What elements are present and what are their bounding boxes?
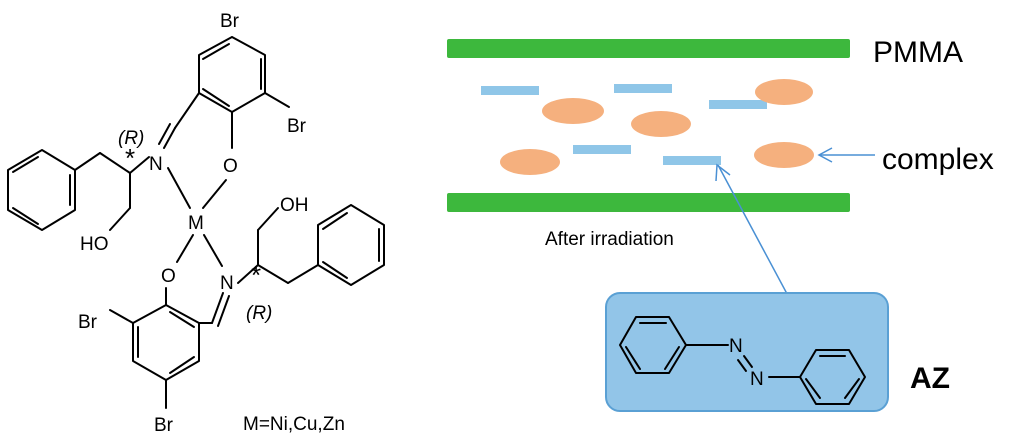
atom-metal: M — [188, 213, 204, 234]
bond-m-n-lower — [203, 234, 223, 267]
stereo-label-lower: (R) — [246, 303, 272, 324]
pmma-layer-top — [447, 39, 850, 58]
pmma-label: PMMA — [873, 36, 963, 69]
atom-br-lower-left: Br — [78, 312, 98, 333]
az-pointer-arrow — [717, 164, 794, 306]
bond-n-c-upper — [129, 156, 150, 174]
atom-n-upper: N — [149, 154, 163, 175]
atom-br-upper-right: Br — [287, 116, 307, 137]
rod-molecule — [573, 145, 631, 154]
stereo-label-upper: (R) — [118, 128, 144, 149]
bond-ch2-ph-upper — [74, 152, 101, 171]
bond-o-m-upper — [202, 179, 227, 209]
complex-particle — [500, 149, 560, 175]
pmma-layer-bottom — [447, 193, 850, 212]
lower-aryl-ring — [132, 304, 200, 381]
rod-molecule — [614, 84, 672, 93]
atom-ho-left: HO — [80, 234, 109, 255]
bond-c-ch2-upper — [99, 152, 131, 174]
rod-molecule — [663, 156, 721, 165]
bond-n-m-upper — [167, 167, 191, 209]
azo-double-bond-2 — [737, 359, 747, 372]
complex-particle — [755, 79, 813, 105]
bond-c-ch2-lower — [257, 264, 289, 284]
atom-n-lower: N — [220, 273, 234, 294]
imine-bond-lower-1 — [211, 292, 224, 324]
atom-br-bottom: Br — [154, 415, 174, 436]
chiral-star-lower: * — [251, 260, 261, 290]
irradiation-caption: After irradiation — [545, 229, 674, 250]
bond-m-o-lower — [176, 234, 194, 263]
film-schematic: PMMA complex After irradiation — [447, 36, 994, 306]
complex-particle — [631, 111, 691, 137]
bond-n-c-lower — [237, 264, 259, 284]
right-phenyl-ring — [317, 204, 385, 286]
rod-molecule — [709, 100, 767, 109]
imine-bond-lower-2 — [217, 295, 230, 327]
complex-label: complex — [882, 143, 994, 176]
imine-bond-upper-1 — [163, 127, 176, 149]
metal-complex-structure: Br Br O N M O N OH HO Br Br (R) (R) * * … — [7, 11, 385, 436]
bond-ring-br-lower — [109, 309, 134, 324]
bond-ring-ch-upper — [174, 92, 200, 129]
atom-br-top: Br — [220, 11, 240, 32]
complex-particle — [542, 98, 604, 124]
imine-bond-upper-2 — [158, 123, 171, 145]
complex-arrow-head — [817, 147, 833, 163]
atom-o-lower: O — [161, 266, 176, 287]
rod-molecules — [481, 84, 767, 165]
left-phenyl-ring — [7, 149, 76, 231]
rod-molecule — [481, 86, 539, 95]
metal-note: M=Ni,Cu,Zn — [243, 414, 345, 435]
azobenzene-box: N N AZ — [605, 292, 950, 412]
complex-particles — [500, 79, 814, 175]
azo-atom-n2: N — [750, 369, 764, 390]
bond-ring-br-upper — [264, 92, 290, 108]
az-label: AZ — [910, 362, 950, 395]
atom-o-upper: O — [223, 156, 238, 177]
upper-aryl-ring — [198, 36, 266, 113]
bond-ch2-oh-upper — [109, 207, 131, 231]
complex-particle — [754, 142, 814, 168]
azo-double-bond-1 — [743, 355, 753, 368]
bond-ch2-oh-lower — [257, 207, 279, 231]
atom-oh-right: OH — [280, 195, 309, 216]
bond-ch2-ph-lower — [287, 264, 319, 284]
azo-phenyl-right — [799, 349, 866, 405]
chiral-star-upper: * — [125, 143, 135, 173]
az-box-background — [605, 292, 889, 412]
azo-atom-n1: N — [729, 336, 743, 357]
az-arrow-head — [715, 163, 731, 182]
